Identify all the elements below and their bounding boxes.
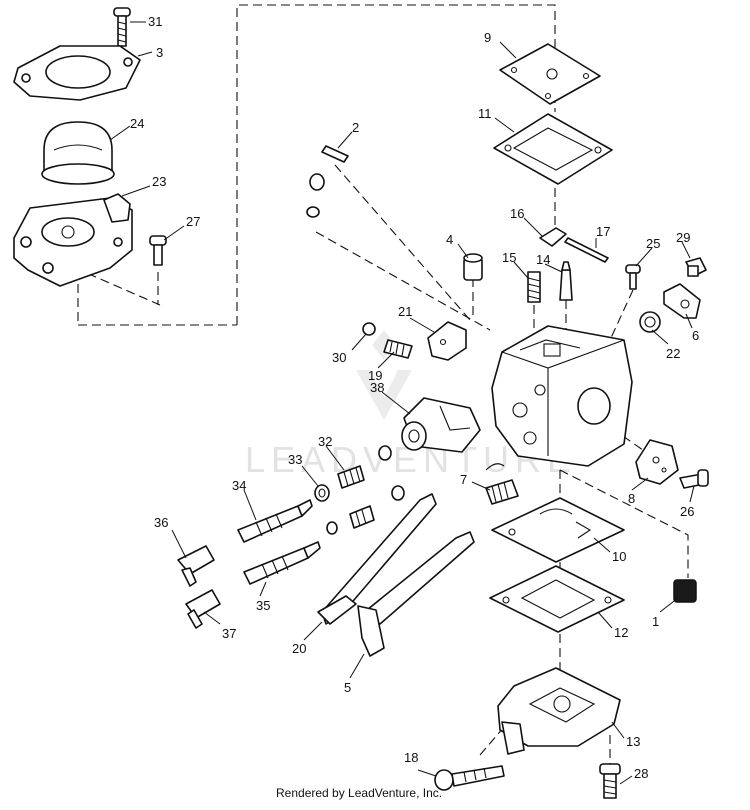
part-25-screw <box>625 264 641 290</box>
part-28-screw <box>599 763 621 799</box>
part-washers <box>326 445 405 535</box>
part-9-diaphragm <box>499 43 601 105</box>
part-2-pin <box>321 145 349 163</box>
part-31-screw <box>113 7 131 47</box>
part-12-gasket <box>489 565 625 633</box>
callout-9: 9 <box>484 30 491 45</box>
callout-30: 30 <box>332 350 346 365</box>
part-10-gasket <box>491 497 625 563</box>
part-23-primer-housing <box>13 193 133 287</box>
callout-17: 17 <box>596 224 610 239</box>
part-34-needle-screw <box>237 499 313 543</box>
part-11-gasket <box>493 113 613 185</box>
part-22-bushing <box>639 311 661 333</box>
callout-14: 14 <box>536 252 550 267</box>
part-36-limiter-cap <box>177 545 215 587</box>
part-cap-small <box>306 173 325 218</box>
callout-7: 7 <box>460 472 467 487</box>
part-7-spring <box>485 463 519 505</box>
callout-10: 10 <box>612 549 626 564</box>
part-20-choke-lever <box>317 493 437 625</box>
callout-13: 13 <box>626 734 640 749</box>
callout-33: 33 <box>288 452 302 467</box>
carburetor-body <box>491 325 633 467</box>
leader-lines <box>109 21 695 785</box>
part-35-needle-screw <box>243 541 321 585</box>
callout-35: 35 <box>256 598 270 613</box>
part-33-oring <box>314 484 330 502</box>
callout-26: 26 <box>680 504 694 519</box>
callout-25: 25 <box>646 236 660 251</box>
part-8-plate <box>635 439 679 485</box>
part-1-filter <box>673 579 697 603</box>
callout-27: 27 <box>186 214 200 229</box>
callout-15: 15 <box>502 250 516 265</box>
callout-24: 24 <box>130 116 144 131</box>
callout-3: 3 <box>156 45 163 60</box>
part-21-plate <box>427 321 467 361</box>
callout-19: 19 <box>368 368 382 383</box>
part-4-plug <box>463 253 483 281</box>
callout-6: 6 <box>692 328 699 343</box>
callout-16: 16 <box>510 206 524 221</box>
part-32-springs <box>337 465 375 529</box>
callout-37: 37 <box>222 626 236 641</box>
callout-4: 4 <box>446 232 453 247</box>
callout-31: 31 <box>148 14 162 29</box>
part-6-bracket <box>663 283 701 319</box>
callout-22: 22 <box>666 346 680 361</box>
callout-18: 18 <box>404 750 418 765</box>
part-3-cover-gasket <box>13 45 141 101</box>
part-24-primer-bulb <box>41 121 115 185</box>
assembly-lines <box>74 4 689 765</box>
part-14-needle <box>559 261 573 301</box>
part-5-throttle-shaft <box>357 531 475 657</box>
callout-1: 1 <box>652 614 659 629</box>
part-26-screw <box>679 469 709 489</box>
callout-36: 36 <box>154 515 168 530</box>
part-13-pump-cover <box>497 667 621 755</box>
callout-21: 21 <box>398 304 412 319</box>
part-38-choke-housing <box>401 397 481 453</box>
callout-28: 28 <box>634 766 648 781</box>
callout-38: 38 <box>370 380 384 395</box>
callout-8: 8 <box>628 491 635 506</box>
callout-11: 11 <box>478 106 492 121</box>
part-29-screw <box>685 257 707 277</box>
callout-34: 34 <box>232 478 246 493</box>
callout-23: 23 <box>152 174 166 189</box>
callout-32: 32 <box>318 434 332 449</box>
callout-5: 5 <box>344 680 351 695</box>
callout-20: 20 <box>292 641 306 656</box>
part-30-ball <box>362 322 376 336</box>
callout-labels: 31 3 24 23 27 9 11 2 16 17 4 15 14 25 29… <box>130 14 699 781</box>
callout-29: 29 <box>676 230 690 245</box>
part-18-screw <box>434 765 505 791</box>
part-37-limiter-cap <box>185 589 221 629</box>
part-17-shaft <box>564 237 609 263</box>
credit-text: Rendered by LeadVenture, Inc. <box>276 786 443 800</box>
part-16-lever <box>539 227 567 247</box>
part-19-spring <box>383 339 413 359</box>
callout-2: 2 <box>352 120 359 135</box>
callout-12: 12 <box>614 625 628 640</box>
part-27-screw <box>149 235 167 266</box>
part-15-spring <box>527 271 541 303</box>
